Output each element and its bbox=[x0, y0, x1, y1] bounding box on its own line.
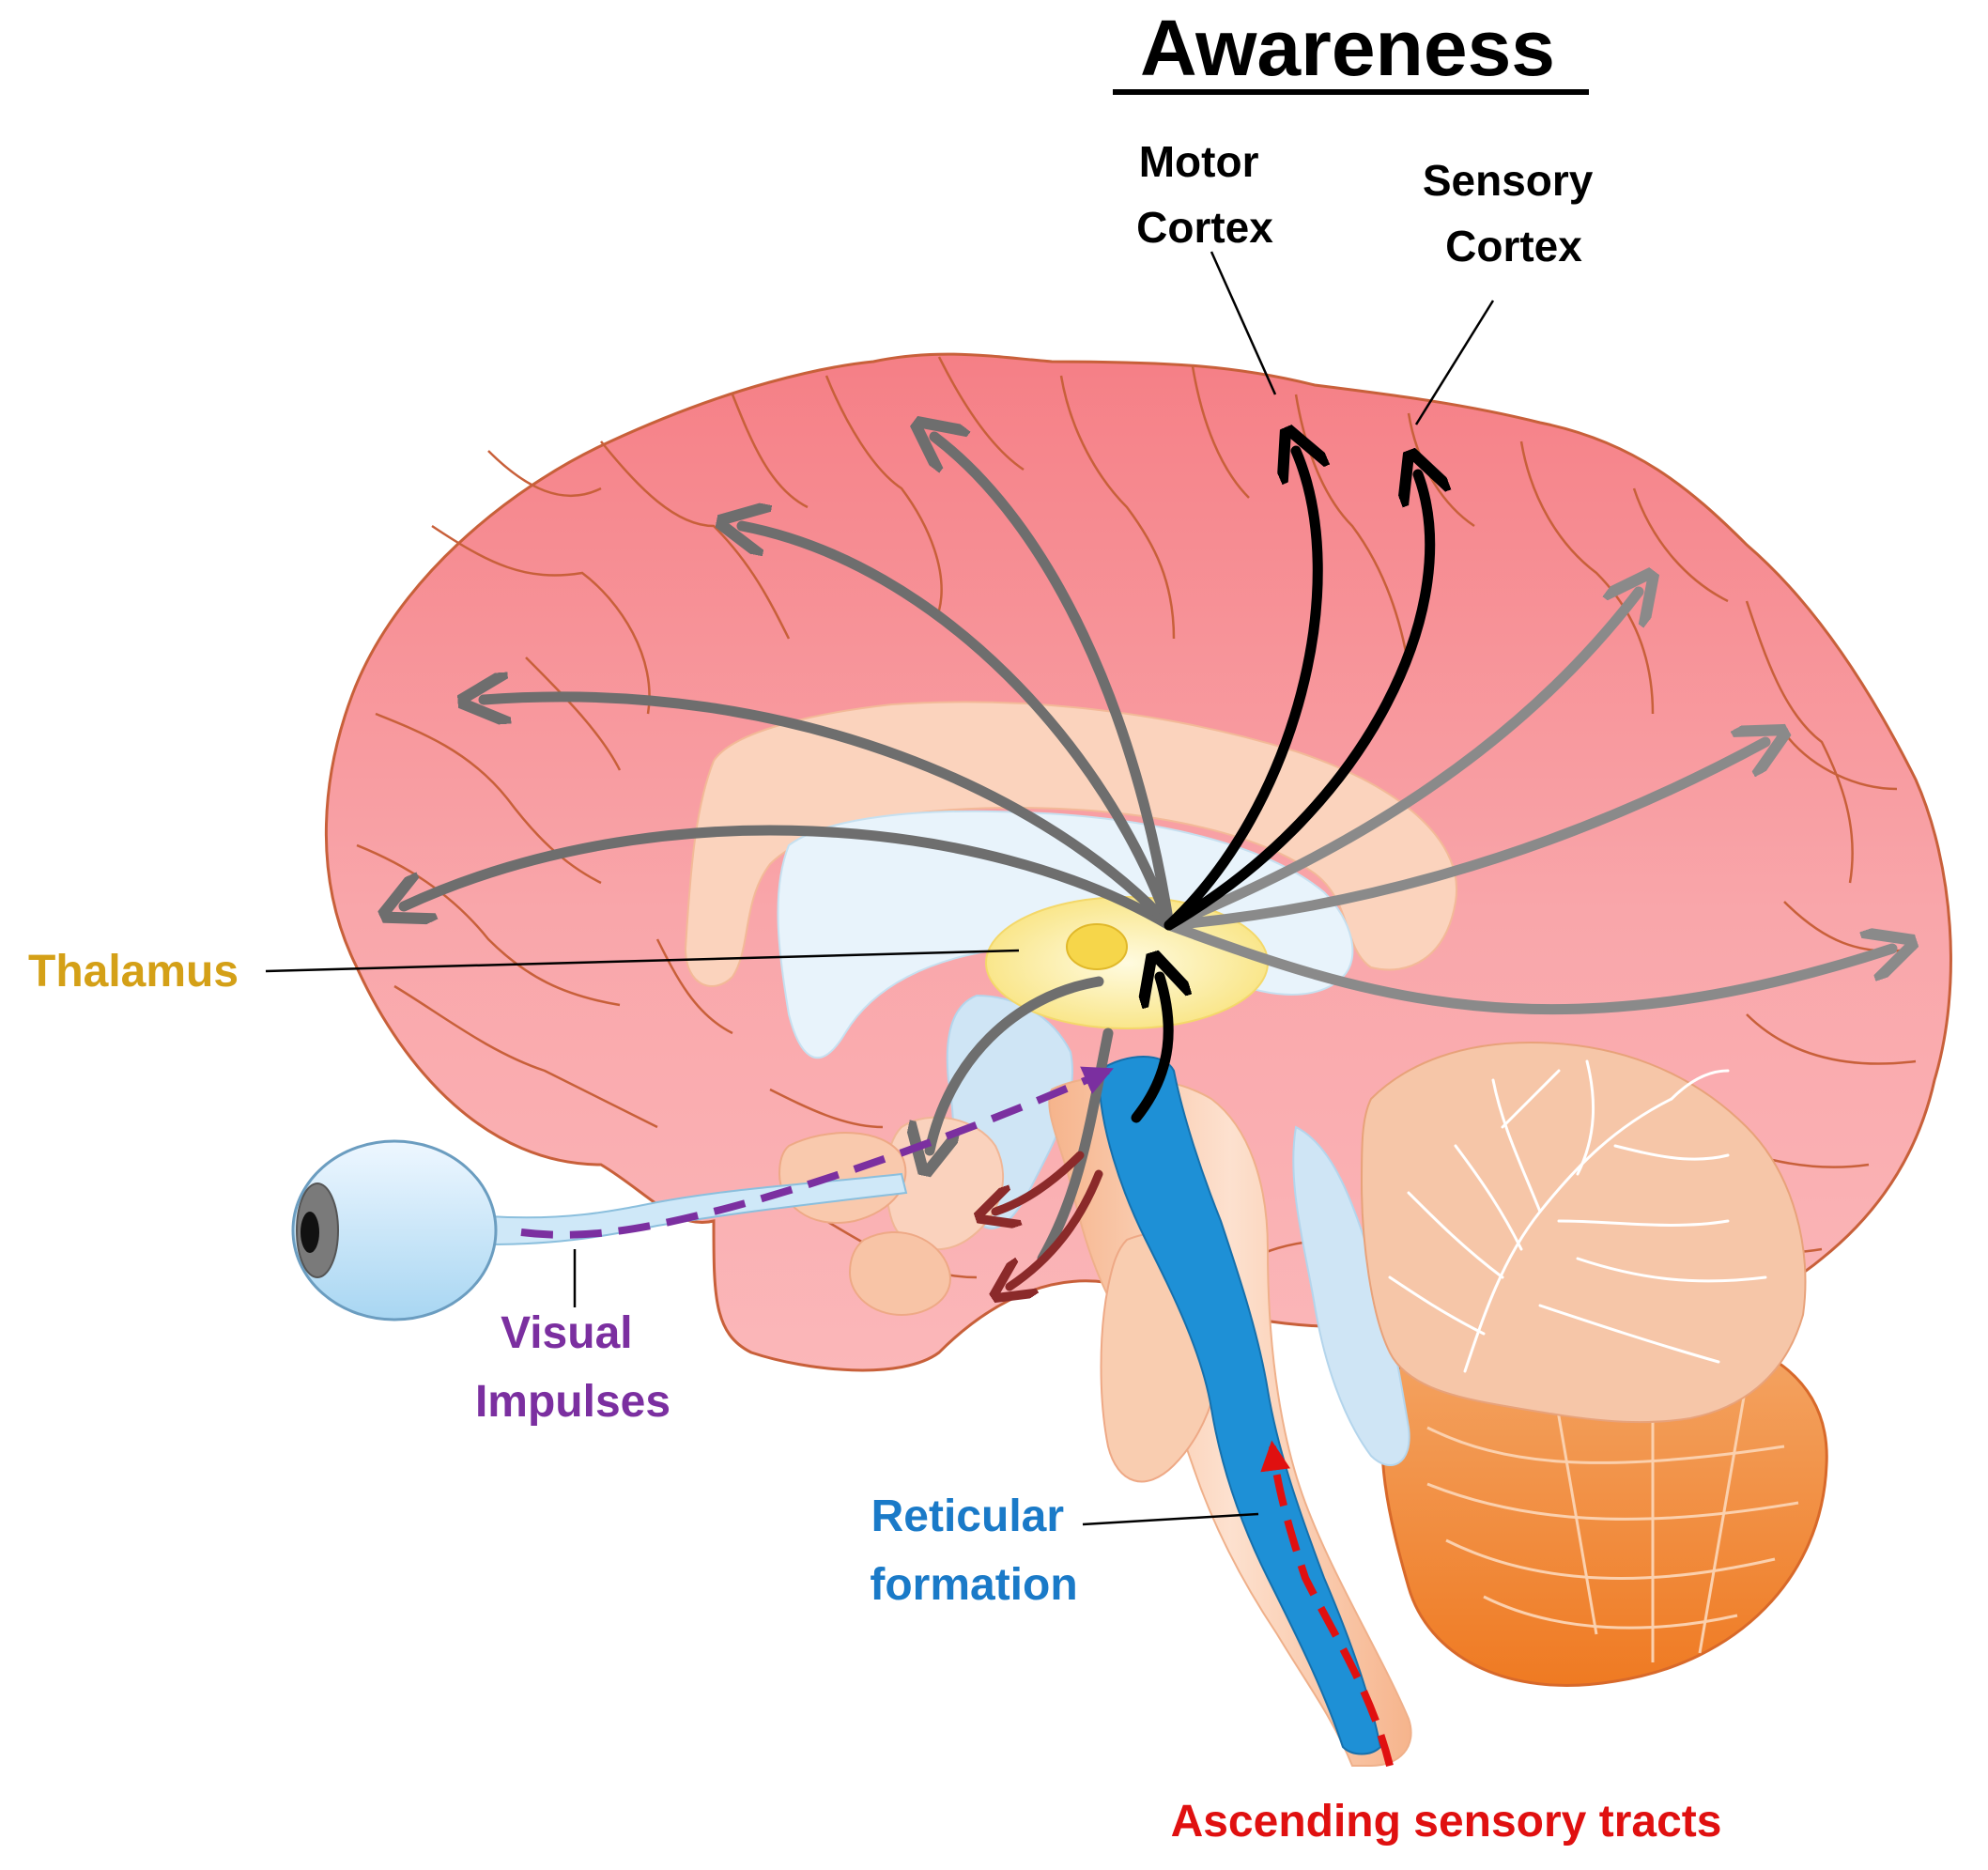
visual-impulses-path bbox=[520, 1066, 1114, 1239]
thalamus-label: Thalamus bbox=[28, 947, 239, 997]
eyeball bbox=[291, 1139, 498, 1321]
darkred-arrow bbox=[1009, 1169, 1103, 1287]
visual-impulses-label: Visual Impulses bbox=[475, 1308, 670, 1427]
ascending-tracts-path bbox=[1260, 1440, 1394, 1767]
motor-cortex-leader bbox=[1210, 251, 1277, 395]
thalamus-leader bbox=[265, 949, 1020, 973]
leader-lines bbox=[265, 251, 1495, 1526]
motor-cortex-arrow bbox=[1164, 451, 1318, 931]
cerebellum-folia bbox=[1426, 1361, 1799, 1662]
projection-arrow bbox=[1164, 742, 1765, 931]
darkred-arrow bbox=[995, 1151, 1085, 1212]
sensory-cortex-arrow bbox=[1164, 474, 1430, 931]
cortex-projections bbox=[1131, 451, 1430, 1123]
diagram-title: Awareness bbox=[1140, 4, 1555, 92]
projection-arrow bbox=[1164, 592, 1639, 931]
thalamus-nucleus bbox=[1066, 923, 1128, 970]
arbor-vitae bbox=[1388, 1059, 1767, 1373]
sensory-cortex-label: Sensory Cortex bbox=[1423, 156, 1605, 270]
fourth-ventricle bbox=[1292, 1125, 1410, 1466]
corpus-callosum bbox=[684, 701, 1458, 987]
pituitary bbox=[848, 1231, 951, 1317]
ascending-sensory-tracts-label: Ascending sensory tracts bbox=[1171, 1797, 1722, 1847]
projection-arrow bbox=[1164, 920, 1892, 1015]
reticular-formation-leader bbox=[1082, 1512, 1259, 1526]
projection-arrow bbox=[404, 825, 1175, 931]
optic-nerve bbox=[487, 1172, 908, 1246]
sensory-cortex-leader bbox=[1414, 300, 1495, 425]
pupil bbox=[301, 1212, 319, 1253]
projection-arrow bbox=[930, 976, 1104, 1151]
projection-arrow bbox=[934, 437, 1175, 931]
motor-cortex-label: Motor Cortex bbox=[1136, 137, 1273, 252]
brainstem-to-thalamus-arrow bbox=[1131, 977, 1168, 1123]
projection-arrow bbox=[484, 697, 1175, 931]
projection-arrow bbox=[742, 526, 1175, 931]
hypothalamic-projections bbox=[995, 1151, 1103, 1287]
reticular-formation-label: Reticular formation bbox=[870, 1491, 1077, 1610]
